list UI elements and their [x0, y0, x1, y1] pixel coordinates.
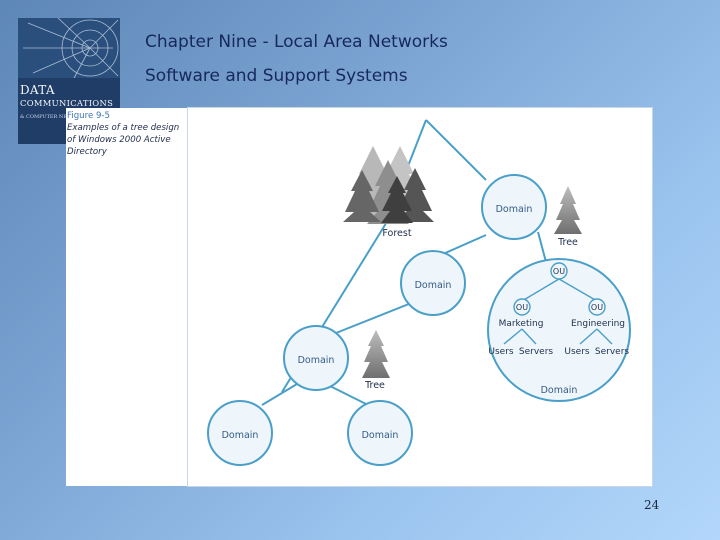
domain-circle-lower [283, 325, 349, 391]
connector-lower-left [261, 383, 298, 406]
ou-label-top: OU [553, 267, 565, 276]
figure-caption-text: Examples of a tree design of Windows 200… [67, 123, 180, 157]
leaf-right-users: Users [564, 347, 590, 357]
ou-label-left: OU [516, 303, 528, 312]
slide-title: Chapter Nine - Local Area Networks Softw… [145, 29, 448, 97]
leaf-left-users: Users [488, 347, 514, 357]
figure-label: Figure 9-5 [67, 111, 111, 121]
domain-label-middle: Domain [415, 280, 452, 291]
domain-label-bottom-right: Domain [362, 430, 399, 441]
forest-icon [343, 146, 434, 224]
book-cover-logo: DATA COMMUNICATIONS & COMPUTER NETWORKS [18, 18, 120, 144]
leaf-right-servers: Servers [595, 347, 630, 357]
domain-circle-bottom-right [347, 400, 413, 466]
domain-circle-large [487, 258, 631, 402]
ou-name-engineering: Engineering [571, 319, 625, 329]
page-number: 24 [644, 498, 660, 512]
ou-connectors [503, 278, 613, 345]
domain-circle-top [481, 174, 547, 240]
domain-label-lower: Domain [298, 355, 335, 366]
domain-label-large: Domain [541, 385, 578, 396]
domain-label-top: Domain [496, 204, 533, 215]
logo-subtitle: & COMPUTER NETWORKS [20, 114, 91, 120]
figure-caption: Figure 9-5 Examples of a tree design of … [67, 110, 185, 158]
slide-title-line1: Chapter Nine - Local Area Networks [145, 32, 448, 52]
leaf-left-servers: Servers [519, 347, 554, 357]
ou-circle-top [550, 262, 568, 280]
tree-icon-top [554, 186, 582, 234]
wheel-icon [18, 18, 120, 144]
connector-lower-right [329, 385, 369, 406]
logo-title-line2: COMMUNICATIONS [20, 98, 114, 108]
forest-label: Forest [382, 228, 411, 239]
ou-circle-left [513, 298, 531, 316]
ou-label-right: OU [591, 303, 603, 312]
domain-circle-middle [400, 250, 466, 316]
ou-circle-right [588, 298, 606, 316]
connector-root-top-domain [425, 119, 487, 181]
ou-circles [513, 262, 606, 316]
domain-label-bottom-left: Domain [222, 430, 259, 441]
logo-title-line1: DATA [20, 83, 55, 97]
logo-title: DATA COMMUNICATIONS [20, 84, 118, 109]
domain-circle-bottom-left [207, 400, 273, 466]
connector-top-large [537, 231, 547, 263]
tree-label-middle: Tree [364, 380, 385, 391]
tree-label-top: Tree [557, 237, 578, 248]
ou-name-marketing: Marketing [499, 319, 544, 329]
domain-circles [207, 174, 631, 466]
tree-icon-middle [362, 330, 390, 378]
slide-title-line2: Software and Support Systems [145, 66, 408, 86]
